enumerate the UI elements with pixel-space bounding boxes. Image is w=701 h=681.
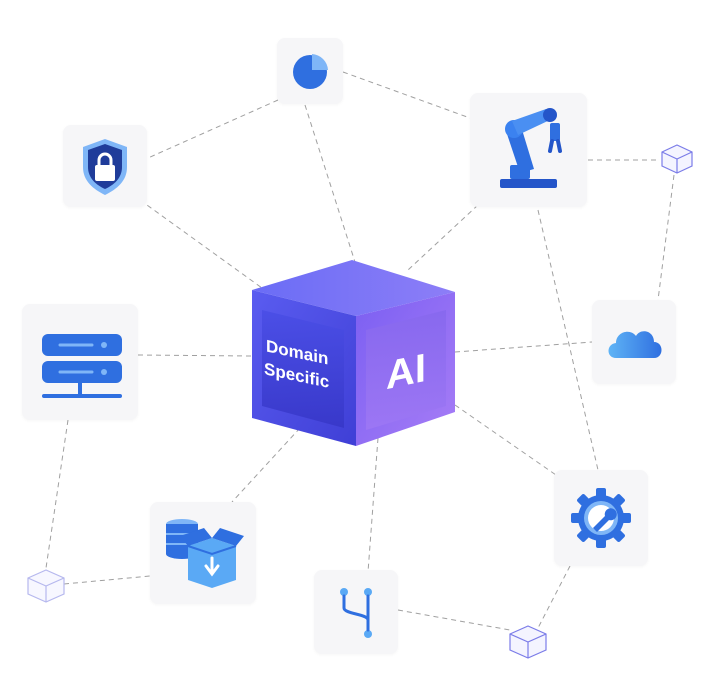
cube-left-panel — [262, 310, 344, 428]
domain-specific-ai-cube — [252, 260, 455, 446]
small-cube-bottom-left — [27, 569, 65, 603]
cloud-tile[interactable] — [592, 300, 676, 384]
pie-chart-tile[interactable] — [277, 38, 343, 104]
database-box-icon — [166, 519, 244, 588]
cube-right-panel — [366, 310, 446, 430]
shield-lock-icon — [83, 139, 127, 195]
git-branch-icon — [340, 588, 372, 638]
security-shield-tile[interactable] — [63, 125, 147, 207]
cube-top-face — [252, 260, 455, 316]
robot-arm-tile[interactable] — [470, 93, 587, 207]
small-cube-top-right — [661, 144, 693, 174]
gear-wrench-icon — [571, 488, 631, 548]
data-package-tile[interactable] — [150, 502, 256, 604]
cube-label-ai: AI — [386, 345, 426, 399]
settings-gear-tile[interactable] — [554, 470, 648, 566]
server-tile[interactable] — [22, 304, 138, 420]
server-icon — [42, 334, 122, 398]
robot-arm-icon — [500, 108, 562, 188]
small-cube-bottom-right — [509, 625, 547, 659]
git-branch-tile[interactable] — [314, 570, 398, 654]
connector-lines — [45, 71, 675, 631]
pie-chart-icon — [293, 54, 328, 89]
cloud-icon — [608, 331, 662, 358]
